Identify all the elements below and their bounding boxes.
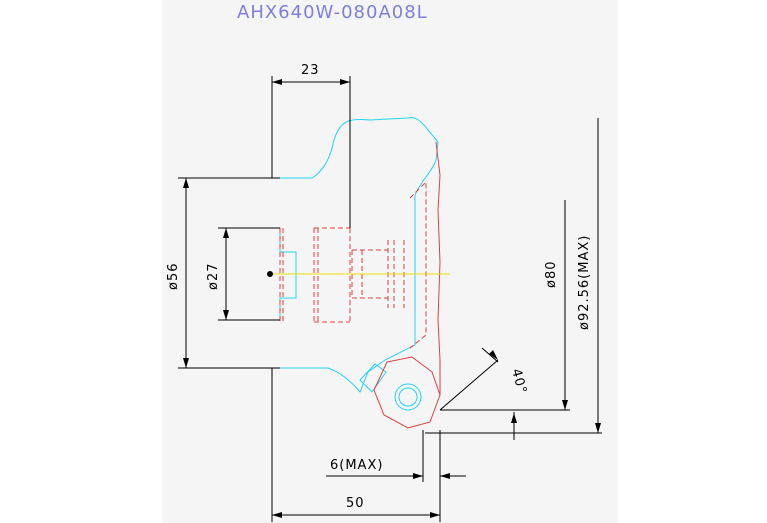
arrow-23-right [340, 79, 350, 85]
hidden-bore-stepped [279, 227, 351, 323]
arrow-50-right [430, 512, 440, 518]
dim-50-label: 50 [346, 496, 365, 511]
hidden-pocket-line [409, 180, 427, 349]
dim-6-label: 6(MAX) [330, 458, 383, 473]
arrow-80 [562, 400, 568, 410]
dim-max-label: ø92.56(MAX) [577, 235, 592, 330]
tool-body-outline [272, 117, 439, 393]
dim-56-label: ø56 [166, 263, 181, 291]
angle-label: 40° [508, 367, 529, 396]
drawing-title: AHX640W-080A08L [237, 2, 428, 23]
arrow-6-left [413, 473, 423, 479]
dim-27-label: ø27 [206, 263, 221, 291]
dim-23-label: 23 [301, 63, 320, 78]
arrow-max [595, 423, 601, 433]
arrow-50-left [272, 512, 282, 518]
clamp-screw-inner [398, 387, 418, 407]
angle-leader [481, 347, 499, 363]
arrow-56-top [183, 178, 189, 188]
arrow-27-bottom [223, 310, 229, 320]
drawing-sheet [162, 0, 618, 523]
dim-80-label: ø80 [544, 261, 559, 289]
angle-line [439, 359, 499, 411]
offset-arrow [511, 413, 517, 423]
arrow-23-left [272, 79, 282, 85]
clamp-screw-wedge [359, 363, 387, 393]
origin-point [267, 271, 273, 277]
angle-arrow [489, 350, 498, 360]
arrow-6-right [440, 473, 450, 479]
arrow-56-bottom [183, 358, 189, 368]
insert-profile [435, 141, 441, 395]
insert-polygon [373, 356, 441, 429]
arrow-27-top [223, 228, 229, 238]
clamp-screw-outer [394, 383, 422, 411]
